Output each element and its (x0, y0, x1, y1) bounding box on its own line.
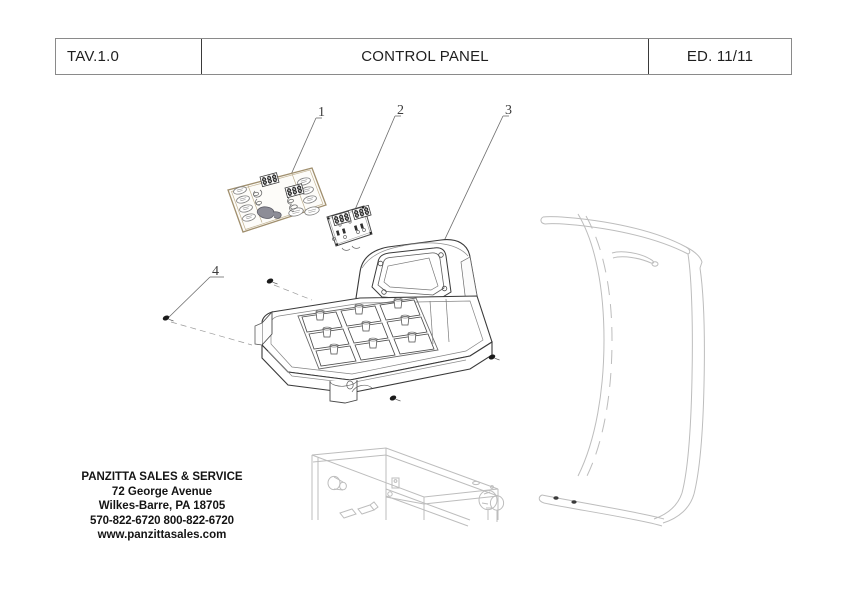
title-block-cell-drawing-title: CONTROL PANEL (201, 39, 649, 74)
footer-street: 72 George Avenue (111, 485, 213, 498)
key-posts (315, 298, 417, 355)
keypad-display-right (284, 182, 305, 199)
callout-label-1: 1 (318, 105, 325, 120)
title-block-cell-table-number: TAV.1.0 (56, 39, 201, 74)
pcb-display-left (331, 210, 352, 227)
table-number-text: TAV.1.0 (67, 48, 119, 65)
mounting-screw-part-4 (161, 314, 253, 346)
keypad-display-left (259, 171, 280, 188)
part-3-control-panel-housing (254, 239, 500, 404)
part-2-control-board-pcb (326, 204, 373, 251)
footer-website[interactable]: www.panzittasales.com (97, 529, 227, 542)
callout-label-4: 4 (212, 264, 219, 279)
drawing-title-text: CONTROL PANEL (361, 48, 489, 65)
lower-cabinet-assembly (311, 447, 505, 527)
edition-text: ED. 11/11 (686, 48, 754, 65)
callout-label-3: 3 (505, 103, 512, 118)
company-footer: PANZITTA SALES & SERVICE 72 George Avenu… (32, 470, 292, 543)
part-1-membrane-keypad-overlay (227, 167, 327, 233)
callout-label-2: 2 (397, 103, 404, 118)
title-block-cell-edition: ED. 11/11 (649, 39, 791, 74)
callout-leader-dots (284, 184, 438, 260)
keypad-well-grid (301, 299, 435, 367)
footer-city-state-zip: Wilkes-Barre, PA 18705 (98, 500, 226, 513)
pcb-display-right (351, 204, 372, 221)
footer-phone-numbers: 570-822-6720 800-822-6720 (90, 514, 234, 527)
callout-leader-lines (167, 115, 509, 319)
title-block: TAV.1.0 CONTROL PANEL ED. 11/11 (55, 38, 792, 75)
machine-frame-assembly (538, 213, 705, 527)
footer-company-name: PANZITTA SALES & SERVICE (81, 471, 243, 483)
